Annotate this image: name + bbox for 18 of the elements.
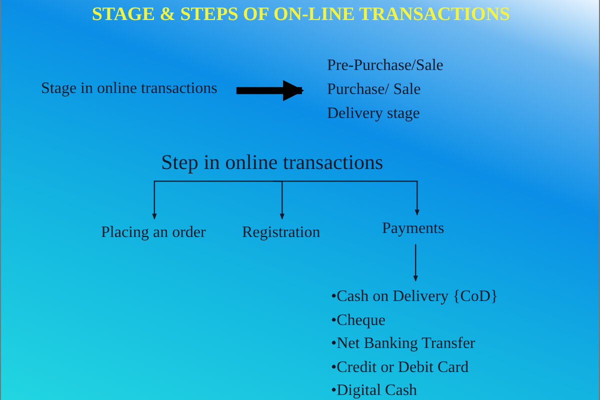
steps-heading: Step in online transactions: [161, 150, 384, 176]
slide-title: STAGE & STEPS OF ON-LINE TRANSACTIONS: [90, 4, 512, 26]
step-label: Placing an order: [101, 223, 206, 242]
list-item: Pre-Purchase/Sale: [327, 56, 444, 76]
list-item: •Credit or Debit Card: [331, 358, 470, 378]
arrow: [413, 244, 418, 282]
stage-heading: Stage in online transactions: [41, 79, 218, 98]
list-item: •Cash on Delivery {CoD}: [331, 287, 498, 307]
list-item: Delivery stage: [327, 104, 421, 124]
step-label: Payments: [382, 219, 444, 238]
step-label: Registration: [242, 223, 320, 242]
list-item: Purchase/ Sale: [327, 80, 422, 100]
arrow: [236, 80, 304, 102]
list-item: •Cheque: [331, 310, 386, 330]
list-item: •Digital Cash: [331, 381, 418, 400]
arrow: [152, 180, 274, 220]
arrow: [272, 180, 420, 216]
list-item: •Net Banking Transfer: [331, 334, 476, 354]
